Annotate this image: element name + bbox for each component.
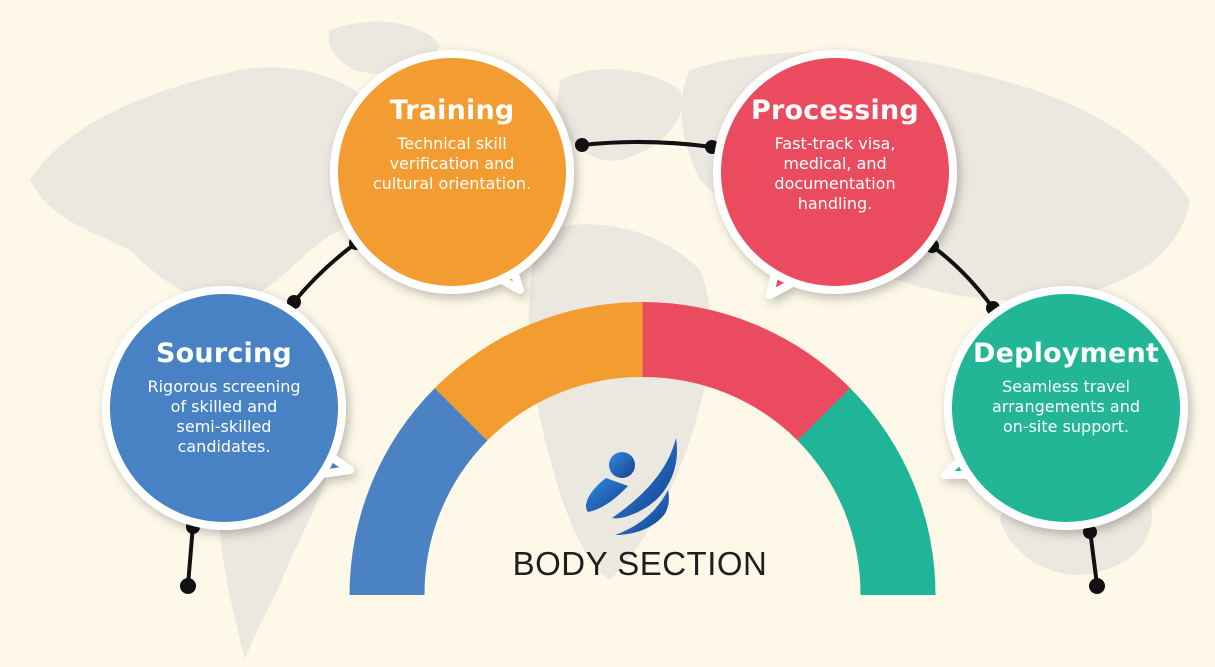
stage-desc-training: Technical skill verification and cultura…: [352, 134, 552, 194]
stage-title-sourcing: Sourcing: [156, 338, 292, 369]
bubble-processing: [713, 50, 957, 299]
stage-desc-processing: Fast-track visa, medical, and documentat…: [725, 134, 945, 214]
stage-processing: Processing Fast-track visa, medical, and…: [725, 95, 945, 214]
desc-line: Rigorous screening: [147, 377, 301, 396]
desc-line: medical, and: [783, 154, 887, 173]
bubble-fill-training: [338, 58, 566, 286]
bubble-fill-deployment: [952, 294, 1180, 522]
connector-processing-deployment: [930, 244, 995, 310]
logo-swoosh-1: [586, 478, 628, 512]
logo-swoosh-2: [612, 438, 678, 519]
connector-deployment-tail: [1088, 528, 1099, 587]
logo-swoosh-3: [615, 490, 669, 535]
desc-line: Technical skill: [397, 134, 507, 153]
connector-sourcing-training: [292, 241, 358, 304]
dot: [180, 578, 196, 594]
stage-sourcing: Sourcing Rigorous screening of skilled a…: [124, 338, 324, 457]
arc-segment-sourcing: [349, 388, 488, 595]
bubble-deployment: [941, 286, 1188, 530]
dot: [1083, 525, 1097, 539]
connector-sourcing-tail: [186, 523, 195, 587]
logo-head: [609, 452, 635, 478]
bubble-sourcing: [102, 286, 354, 530]
bubble-fill-sourcing: [110, 294, 338, 522]
desc-line: candidates.: [177, 437, 271, 456]
desc-line: of skilled and: [170, 397, 278, 416]
desc-line: handling.: [797, 194, 873, 213]
desc-line: semi-skilled: [176, 417, 272, 436]
desc-line: documentation: [774, 174, 896, 193]
stage-training: Training Technical skill verification an…: [352, 95, 552, 194]
map-africa: [528, 224, 711, 581]
stage-title-deployment: Deployment: [972, 338, 1160, 369]
connector-training-processing: [580, 139, 714, 149]
desc-line: Fast-track visa,: [774, 134, 896, 153]
desc-line: verification and: [389, 154, 515, 173]
desc-line: arrangements and: [992, 397, 1140, 416]
swoosh-figure-logo: [586, 438, 678, 535]
stage-bubbles: [102, 50, 1188, 530]
stage-desc-deployment: Seamless travel arrangements and on-site…: [956, 377, 1176, 437]
connectors: [186, 139, 1099, 587]
desc-line: cultural orientation.: [372, 174, 532, 193]
stage-desc-sourcing: Rigorous screening of skilled and semi-s…: [124, 377, 324, 457]
arc-segment-deployment: [797, 388, 936, 595]
desc-line: on-site support.: [1002, 417, 1130, 436]
dot: [287, 295, 301, 309]
arc-segment-training: [434, 301, 643, 441]
dot: [1089, 578, 1105, 594]
dot: [575, 138, 589, 152]
stage-title-processing: Processing: [751, 95, 919, 126]
stage-title-training: Training: [389, 95, 515, 126]
desc-line: Seamless travel: [1002, 377, 1130, 396]
map-europe: [555, 69, 682, 161]
map-north-america: [30, 67, 388, 302]
bubble-fill-processing: [721, 58, 949, 286]
bubble-training: [330, 50, 574, 294]
arc-segment-processing: [642, 301, 851, 441]
brand-name: BODY SECTION: [512, 545, 768, 582]
progress-arc: [349, 301, 936, 595]
stage-deployment: Deployment Seamless travel arrangements …: [956, 338, 1176, 437]
